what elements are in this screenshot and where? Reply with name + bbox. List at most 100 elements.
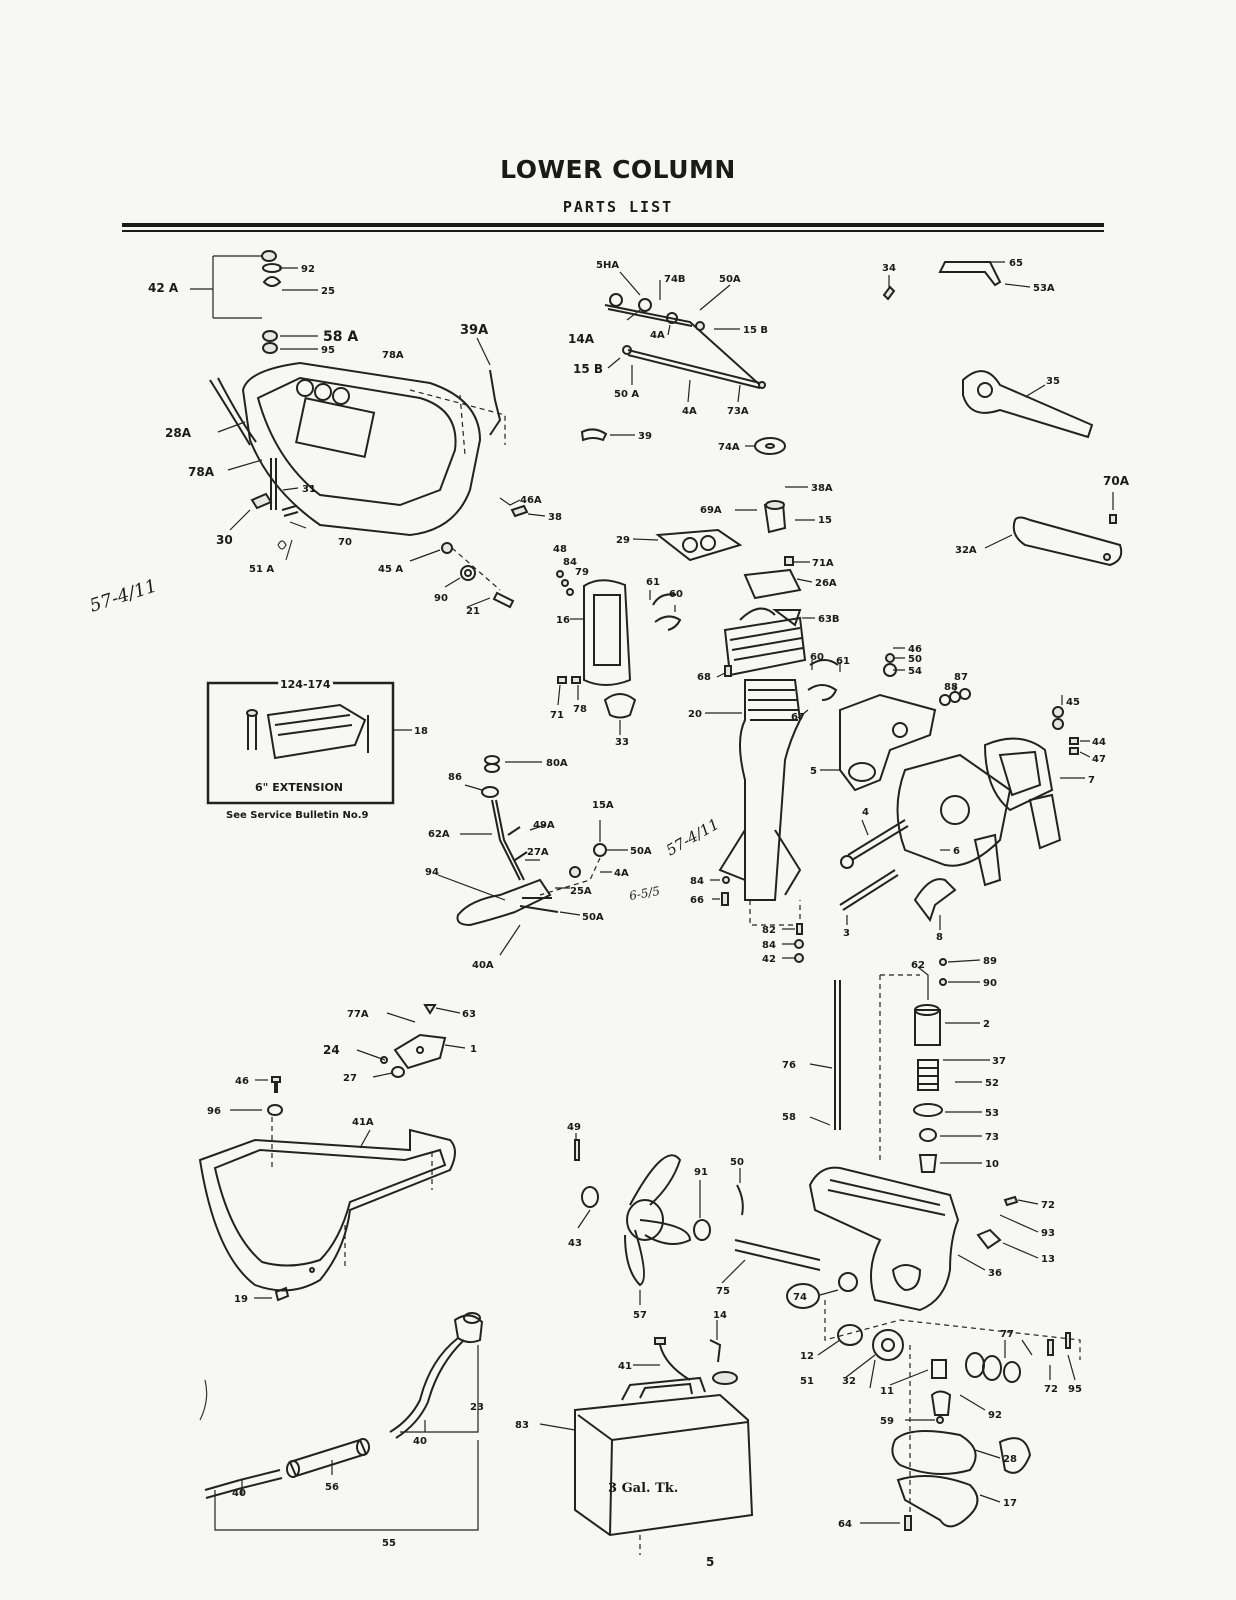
callout-50a-low2: 50A (582, 912, 604, 923)
header-rule-thin (122, 230, 1104, 232)
callout-6: 6 (953, 846, 960, 857)
callout-20: 20 (688, 709, 702, 720)
callout-72: 72 (1041, 1200, 1055, 1211)
page-number: 5 (706, 1555, 714, 1569)
propeller-gearcase-parts (574, 1133, 1081, 1531)
callout-56: 56 (325, 1482, 339, 1493)
callout-42: 42 (762, 954, 776, 965)
callout-24: 24 (323, 1043, 340, 1057)
callout-40a: 40A (472, 960, 494, 971)
callout-73: 73 (985, 1132, 999, 1143)
callout-4a-top: 4A (650, 330, 665, 341)
callout-63: 63 (462, 1009, 476, 1020)
swivel-callouts: 60 61 67 5 46 50 54 87 88 45 44 47 7 4 6… (791, 644, 1106, 943)
callout-82: 82 (762, 925, 776, 936)
callout-93: 93 (1041, 1228, 1055, 1239)
fuel-system-callouts: 41 14 23 83 40 56 40 55 3 Gal. Tk. 5 (232, 1310, 727, 1569)
inset-callout-18: 18 (414, 726, 428, 737)
callout-4a-low: 4A (614, 868, 629, 879)
callout-4r: 4 (862, 807, 869, 818)
callout-75: 75 (716, 1286, 730, 1297)
callout-16: 16 (556, 615, 570, 626)
callout-71a: 71A (812, 558, 834, 569)
fuel-system-parts (204, 1312, 754, 1555)
callout-52: 52 (985, 1078, 999, 1089)
callout-28a: 28A (165, 426, 192, 440)
callout-23: 23 (470, 1402, 484, 1413)
callout-79: 79 (575, 567, 589, 578)
callout-62a: 62A (428, 829, 450, 840)
callout-19: 19 (234, 1294, 248, 1305)
swivel-bracket-parts (797, 647, 1091, 930)
lower-left-callouts: 77A 63 1 24 27 46 96 41A 19 (207, 1009, 477, 1305)
callout-38: 38 (548, 512, 562, 523)
driveshaft-parts (710, 876, 990, 1173)
callout-50a-top: 50A (719, 274, 741, 285)
callout-41: 41 (618, 1361, 632, 1372)
callout-15: 15 (818, 515, 832, 526)
callout-74: 74 (793, 1292, 807, 1303)
propeller-gearcase-callouts: 49 43 91 50 57 75 74 72 93 13 36 12 51 3… (567, 1122, 1082, 1530)
callout-74a: 74A (718, 442, 740, 453)
callout-51: 51 (800, 1376, 814, 1387)
callout-90b: 90 (983, 978, 997, 989)
callout-77a: 77A (347, 1009, 369, 1020)
inset-label: 6" EXTENSION (255, 781, 343, 794)
callout-15b-right: 15 B (743, 325, 768, 336)
callout-72b: 72 (1044, 1384, 1058, 1395)
callout-62: 62 (911, 960, 925, 971)
callout-57: 57 (633, 1310, 647, 1321)
right-clamp-callouts: 34 65 53A 35 70A 32A (882, 258, 1130, 556)
callout-89: 89 (983, 956, 997, 967)
callout-70a: 70A (1103, 474, 1130, 488)
callout-49: 49 (567, 1122, 581, 1133)
callout-38a: 38A (811, 483, 833, 494)
callout-26a: 26A (815, 578, 837, 589)
callout-8: 8 (936, 932, 943, 943)
inset-note: See Service Bulletin No.9 (226, 810, 369, 821)
callout-27a: 27A (527, 847, 549, 858)
callout-14: 14 (713, 1310, 727, 1321)
callout-92: 92 (301, 264, 315, 275)
callout-86: 86 (448, 772, 462, 783)
callout-10: 10 (985, 1159, 999, 1170)
callout-55: 55 (382, 1538, 396, 1549)
callout-67: 67 (791, 712, 805, 723)
callout-58a: 58 A (323, 329, 358, 345)
driveshaft-callouts: 84 66 82 84 42 62 89 90 2 37 52 53 73 10… (690, 876, 1006, 1170)
callout-42a: 42 A (148, 281, 179, 295)
callout-40: 40 (413, 1436, 427, 1447)
callout-53a: 53A (1033, 283, 1055, 294)
callout-66: 66 (690, 895, 704, 906)
callout-68: 68 (697, 672, 711, 683)
callout-58: 58 (782, 1112, 796, 1123)
callout-46r: 46 (908, 644, 922, 655)
callout-25: 25 (321, 286, 335, 297)
callout-94: 94 (425, 867, 439, 878)
callout-32a: 32A (955, 545, 977, 556)
callout-41a: 41A (352, 1117, 374, 1128)
callout-71: 71 (550, 710, 564, 721)
callout-33: 33 (615, 737, 629, 748)
page-title: LOWER COLUMN (500, 155, 736, 184)
callout-87: 87 (954, 672, 968, 683)
callout-84c: 84 (762, 940, 776, 951)
callout-70: 70 (338, 537, 352, 548)
callout-21: 21 (466, 606, 480, 617)
callout-96: 96 (207, 1106, 221, 1117)
callout-95: 95 (321, 345, 335, 356)
callout-69a: 69A (700, 505, 722, 516)
callout-63b: 63B (818, 614, 840, 625)
callout-46b: 46 (235, 1076, 249, 1087)
callout-36: 36 (988, 1268, 1002, 1279)
inset-range: 124-174 (280, 678, 331, 691)
callout-80a: 80A (546, 758, 568, 769)
callout-2: 2 (983, 1019, 990, 1030)
callout-91: 91 (694, 1167, 708, 1178)
throttle-callouts: 80A 86 62A 49A 27A 94 15A 50A 4A 25A 50A… (425, 758, 652, 971)
cover-assembly (190, 250, 546, 609)
callout-48: 48 (553, 544, 567, 555)
callout-51a: 51 A (249, 564, 274, 575)
callout-11: 11 (880, 1386, 894, 1397)
callout-3: 3 (843, 928, 850, 939)
